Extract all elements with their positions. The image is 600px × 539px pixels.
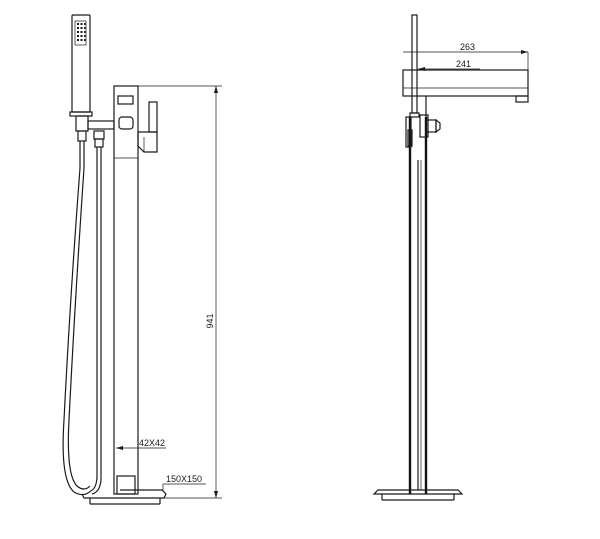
reach-spout-dimension: 241 xyxy=(418,59,480,71)
lever-handle xyxy=(137,101,158,153)
shower-hose xyxy=(62,141,102,496)
reach-spout-dimension-label: 241 xyxy=(456,59,471,69)
side-view: 263 241 xyxy=(372,14,529,501)
side-column xyxy=(405,116,428,494)
reach-total-dimension-label: 263 xyxy=(460,42,475,52)
base-dimension: 150X150 xyxy=(162,474,206,491)
spray-face xyxy=(74,20,87,46)
height-dimension-label: 941 xyxy=(205,313,215,328)
base-dimension-label: 150X150 xyxy=(166,474,202,484)
mixer-column xyxy=(113,85,139,495)
floor-base xyxy=(81,489,167,505)
column-dimension: 42X42 xyxy=(116,438,166,450)
side-spout xyxy=(402,69,529,117)
shower-holder xyxy=(75,115,115,148)
side-diverter-knob xyxy=(419,114,441,138)
side-floor-base xyxy=(372,489,464,501)
height-dimension: 941 xyxy=(138,85,222,499)
reach-total-dimension: 263 xyxy=(403,42,529,70)
hand-shower-head xyxy=(69,14,93,117)
side-hand-shower xyxy=(409,14,420,118)
column-dimension-label: 42X42 xyxy=(139,438,165,448)
front-view: 941 42X42 150X150 xyxy=(62,14,222,505)
